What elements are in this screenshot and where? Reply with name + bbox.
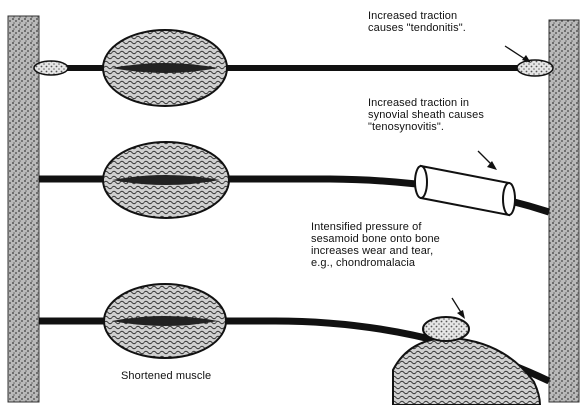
left-bone: [8, 16, 39, 402]
sesamoid-bone: [423, 317, 469, 341]
tenosynovitis-annotation: Increased traction in synovial sheath ca…: [368, 97, 484, 133]
sheath-opening-right: [503, 183, 515, 215]
sheath-opening-left: [415, 166, 427, 198]
chondromalacia-annotation: Intensified pressure of sesamoid bone on…: [311, 221, 440, 269]
tendonitis-annotation: Increased traction causes "tendonitis".: [368, 10, 466, 34]
chondromalacia-arrowhead: [457, 310, 465, 319]
right-bone: [549, 20, 579, 402]
tendon-swelling-left: [34, 61, 68, 75]
shortened-muscle-label: Shortened muscle: [121, 370, 211, 382]
tendon-swelling-right: [517, 60, 553, 76]
articulating-bone: [393, 338, 540, 405]
synovial-sheath: [421, 166, 509, 215]
